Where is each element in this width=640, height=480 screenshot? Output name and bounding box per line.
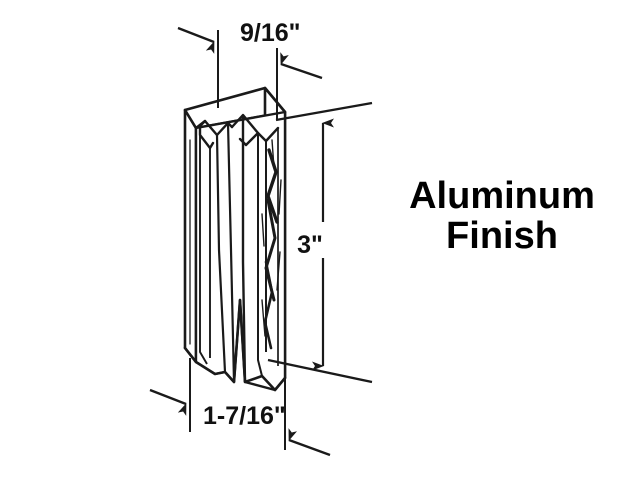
dimension-height-right: 3" (267, 101, 373, 384)
part-rib-3 (215, 134, 227, 373)
dimension-width-top: 9/16" (177, 19, 323, 120)
leader-arrow-bottom-right (288, 428, 331, 457)
part-rib-1 (199, 135, 208, 365)
leader-arrow-top-right (280, 52, 323, 80)
finish-label-line1: Aluminum (409, 175, 595, 217)
finish-callout: Aluminum Finish (409, 175, 595, 257)
dimension-width-bottom: 1-7/16" (149, 358, 331, 457)
part-rib-4 (226, 122, 236, 383)
dimension-label-height-right: 3" (297, 231, 323, 259)
dimension-label-width-top: 9/16" (240, 19, 301, 47)
extension-line-right-top (275, 101, 373, 122)
part-shading-hatch (261, 139, 282, 350)
leader-arrow-top-left (177, 26, 215, 54)
part-illustration (183, 86, 287, 392)
dimension-label-width-bottom: 1-7/16" (203, 402, 286, 430)
leader-arrow-bottom-left (149, 388, 187, 416)
part-rib-5 (241, 115, 247, 383)
part-bottom-edges (194, 298, 287, 392)
finish-label-line2: Finish (446, 215, 558, 257)
part-bottom-left-foot (183, 346, 198, 364)
part-rib-6 (257, 133, 263, 377)
extension-line-right-bottom (267, 358, 373, 384)
